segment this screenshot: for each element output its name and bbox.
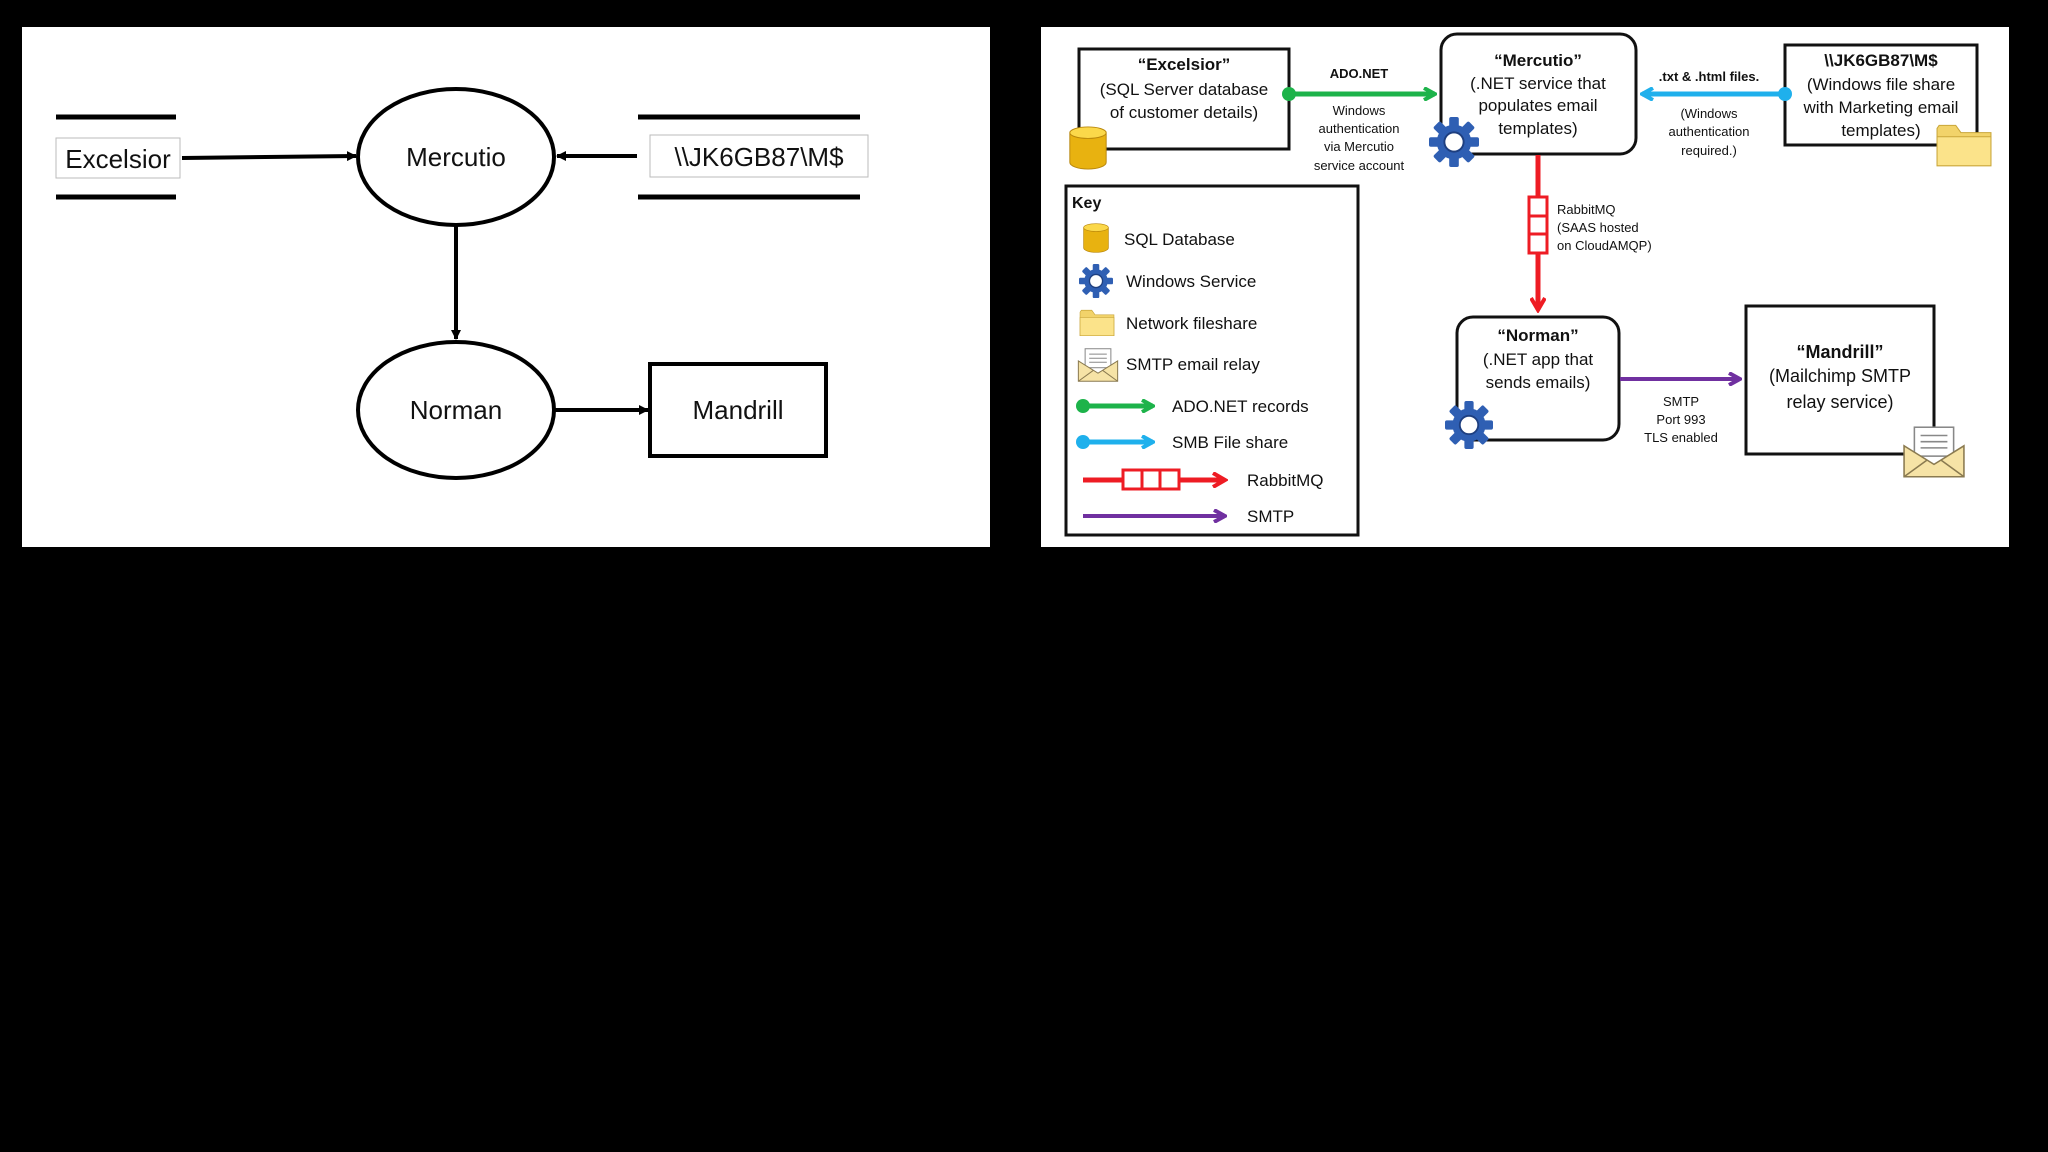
mercutio-process: Mercutio — [356, 87, 556, 227]
flow-excelsior-to-mercutio — [181, 151, 357, 162]
database-icon — [1083, 223, 1109, 253]
files-note-1: (Windows — [1680, 106, 1738, 121]
excelsior-title: “Excelsior” — [1138, 55, 1231, 74]
rabbit-note-1: RabbitMQ — [1557, 202, 1616, 217]
share-desc-1: (Windows file share — [1807, 75, 1955, 94]
legend-label-network-fileshare: Network fileshare — [1126, 314, 1257, 333]
share-datastore: \\JK6GB87\M$ — [638, 114, 869, 200]
share-title: \\JK6GB87\M$ — [1824, 51, 1938, 70]
gear-icon — [1429, 117, 1479, 167]
simple-dataflow-panel: Excelsior Mercutio \\JK6GB87\M$ Norman M… — [22, 27, 990, 547]
simple-dataflow-svg: Excelsior Mercutio \\JK6GB87\M$ Norman M… — [55, 87, 869, 480]
ado-note-4: service account — [1314, 158, 1405, 173]
legend-label-ado-net: ADO.NET records — [1172, 397, 1309, 416]
ado-net-connection: ADO.NET Windows authentication via Mercu… — [1282, 66, 1435, 173]
ado-note-3: via Mercutio — [1324, 139, 1394, 154]
ado-net-label: ADO.NET — [1330, 66, 1389, 81]
norman-desc-2: sends emails) — [1486, 373, 1591, 392]
ado-note-2: authentication — [1319, 121, 1400, 136]
architecture-svg: “Excelsior” (SQL Server database of cust… — [1064, 32, 1992, 537]
rabbitmq-connection: RabbitMQ (SAAS hosted on CloudAMQP) — [1527, 155, 1652, 310]
excelsior-desc-1: (SQL Server database — [1100, 80, 1269, 99]
mercutio-desc-3: templates) — [1498, 119, 1577, 138]
files-label: .txt & .html files. — [1659, 69, 1759, 84]
mandrill-node: “Mandrill” (Mailchimp SMTP relay service… — [1744, 304, 1965, 478]
excelsior-node: “Excelsior” (SQL Server database of cust… — [1069, 47, 1291, 170]
smtp-note-3: TLS enabled — [1644, 430, 1718, 445]
files-note-2: authentication — [1669, 124, 1750, 139]
mandrill-desc-1: (Mailchimp SMTP — [1769, 366, 1911, 386]
rabbit-note-3: on CloudAMQP) — [1557, 238, 1652, 253]
legend-title: Key — [1072, 195, 1101, 212]
smtp-connection: SMTP Port 993 TLS enabled — [1620, 379, 1740, 445]
smtp-note-2: Port 993 — [1656, 412, 1705, 427]
norman-node: “Norman” (.NET app that sends emails) — [1445, 315, 1621, 449]
share-desc-3: templates) — [1841, 121, 1920, 140]
gear-icon — [1445, 401, 1493, 449]
gear-icon — [1079, 264, 1113, 298]
mercutio-desc-1: (.NET service that — [1470, 74, 1606, 93]
ado-note-1: Windows — [1333, 103, 1386, 118]
share-node: \\JK6GB87\M$ (Windows file share with Ma… — [1783, 43, 1992, 167]
norman-process: Norman — [356, 340, 556, 480]
legend-label-windows-service: Windows Service — [1126, 272, 1256, 291]
legend: Key SQL Database Windows Service Network… — [1064, 184, 1360, 537]
share-label: \\JK6GB87\M$ — [674, 142, 844, 172]
mandrill-desc-2: relay service) — [1786, 392, 1893, 412]
mercutio-label: Mercutio — [406, 142, 506, 172]
smtp-note-1: SMTP — [1663, 394, 1699, 409]
mercutio-title: “Mercutio” — [1494, 51, 1582, 70]
excelsior-label: Excelsior — [65, 144, 171, 174]
smb-connection: .txt & .html files. (Windows authenticat… — [1642, 69, 1792, 158]
mercutio-node: “Mercutio” (.NET service that populates … — [1429, 32, 1638, 167]
mandrill-title: “Mandrill” — [1796, 342, 1883, 362]
mandrill-label: Mandrill — [692, 395, 783, 425]
architecture-panel: “Excelsior” (SQL Server database of cust… — [1041, 27, 2009, 547]
norman-label: Norman — [410, 395, 502, 425]
green-arrow-icon — [1076, 399, 1153, 413]
legend-label-sql-database: SQL Database — [1124, 230, 1235, 249]
database-icon — [1069, 126, 1107, 170]
excelsior-desc-2: of customer details) — [1110, 103, 1258, 122]
files-note-3: required.) — [1681, 143, 1737, 158]
share-desc-2: with Marketing email — [1803, 98, 1959, 117]
legend-label-rabbitmq: RabbitMQ — [1247, 471, 1324, 490]
legend-label-smtp-relay: SMTP email relay — [1126, 355, 1260, 374]
norman-title: “Norman” — [1497, 326, 1578, 345]
legend-label-smtp: SMTP — [1247, 507, 1294, 526]
mandrill-entity: Mandrill — [648, 362, 828, 458]
rabbit-note-2: (SAAS hosted — [1557, 220, 1639, 235]
norman-desc-1: (.NET app that — [1483, 350, 1594, 369]
blue-arrow-icon — [1076, 435, 1153, 449]
red-queue-arrow-icon — [1083, 468, 1225, 491]
excelsior-datastore: Excelsior — [55, 114, 181, 200]
legend-label-smb: SMB File share — [1172, 433, 1288, 452]
mercutio-desc-2: populates email — [1478, 96, 1597, 115]
